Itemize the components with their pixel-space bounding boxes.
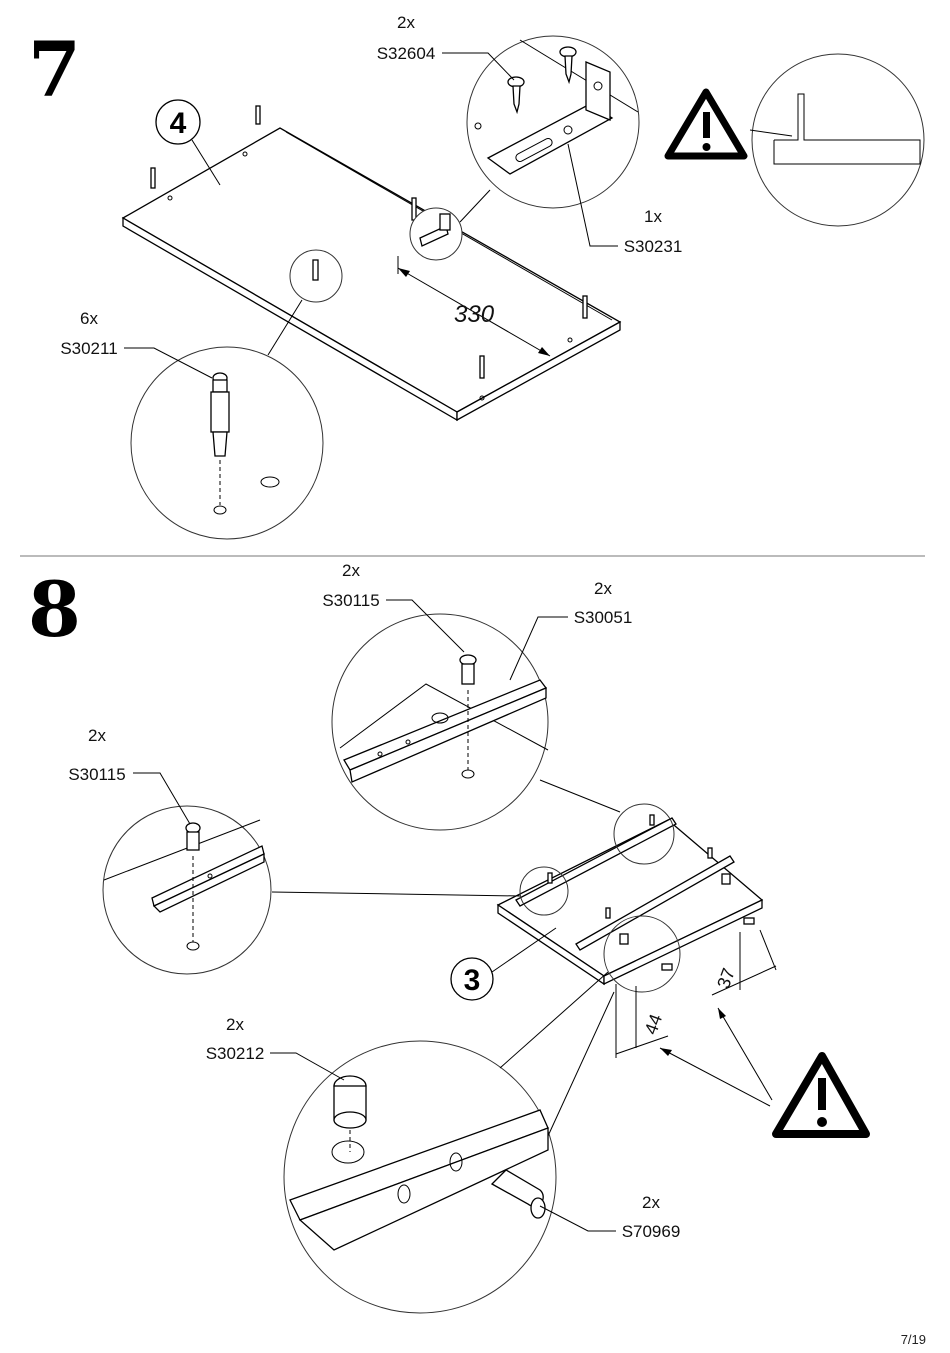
part-qty: 1x	[644, 207, 662, 226]
part-qty: 2x	[226, 1015, 244, 1034]
part-qty: 6x	[80, 309, 98, 328]
part-code: S70969	[622, 1222, 681, 1241]
screw-icon	[507, 46, 577, 115]
svg-text:4: 4	[170, 107, 187, 140]
part-qty: 2x	[88, 726, 106, 745]
svg-text:37: 37	[713, 966, 739, 992]
part-qty: 2x	[342, 561, 360, 580]
zoom-marker	[519, 866, 569, 916]
warning-icon	[772, 1052, 870, 1138]
part-code: S32604	[377, 44, 436, 63]
step-8-number: 8	[28, 565, 81, 654]
dowel-detail	[130, 346, 324, 540]
part-code: S30211	[60, 339, 117, 358]
runner-detail-top	[331, 613, 549, 831]
dimension-330: 330	[397, 256, 551, 357]
part-qty: 2x	[642, 1193, 660, 1212]
part-qty: 2x	[594, 579, 612, 598]
bracket-detail	[466, 35, 640, 209]
zoom-marker	[603, 915, 681, 993]
part-code: S30051	[574, 608, 633, 627]
cam-detail-bottom	[283, 1040, 557, 1314]
warning-icon	[664, 88, 748, 160]
panel-number-badge: 4	[155, 99, 221, 186]
step-7-number: 7	[28, 25, 81, 114]
part-code: S30231	[624, 237, 683, 256]
warning-detail-circle	[749, 53, 925, 227]
dimension-44: 44	[615, 984, 669, 1058]
runner-detail-left	[102, 805, 272, 975]
part-code: S30115	[322, 591, 379, 610]
part-code: S30212	[206, 1044, 265, 1063]
svg-text:3: 3	[464, 964, 481, 997]
zoom-marker	[613, 803, 675, 865]
svg-text:330: 330	[454, 301, 495, 328]
part-code: S30115	[68, 765, 125, 784]
dimension-37: 37	[711, 929, 777, 996]
svg-text:44: 44	[641, 1011, 667, 1037]
panel-number-badge: 3	[450, 927, 557, 1001]
page-number: 7/19	[901, 1332, 926, 1347]
part-qty: 2x	[397, 13, 415, 32]
